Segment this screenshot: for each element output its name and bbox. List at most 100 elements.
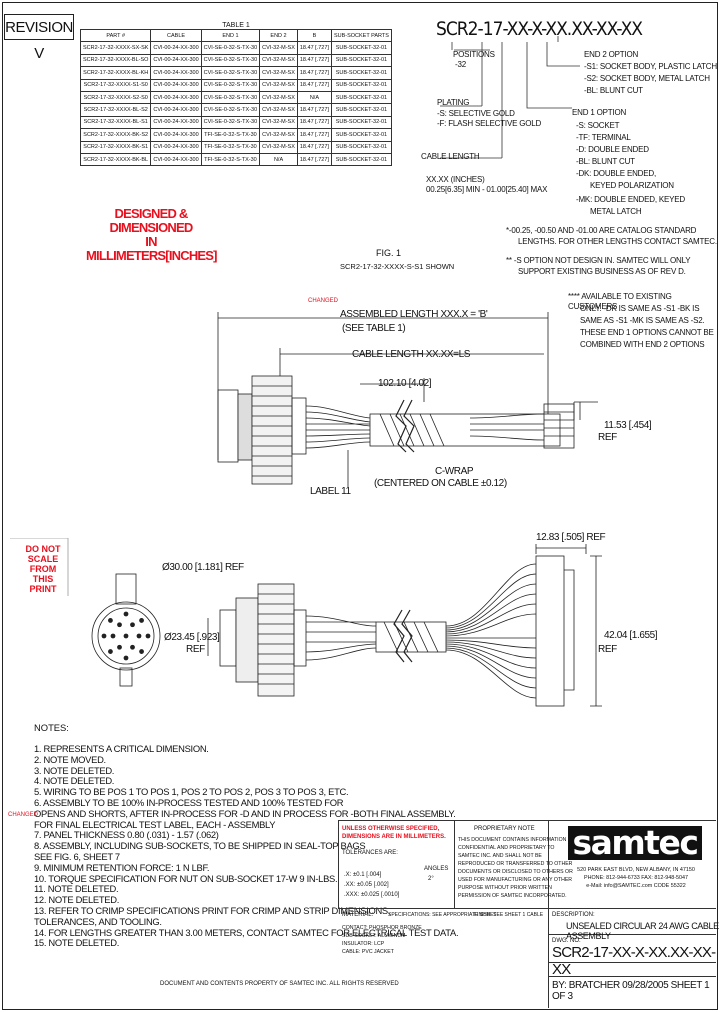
table-cell: 18.47 [.727] bbox=[296, 128, 332, 142]
table-cell: CVI-32-M-SX bbox=[259, 78, 298, 92]
tb-by-line: BY: BRATCHER 09/28/2005 SHEET 1 OF 3 bbox=[552, 980, 710, 1002]
c-wrap-note: (CENTERED ON CABLE ±0.12) bbox=[374, 478, 507, 489]
address-line: 520 PARK EAST BLVD, NEW ALBANY, IN 47150 bbox=[577, 867, 695, 873]
table-cell: CVI-32-M-SX bbox=[259, 66, 298, 80]
notes-title: NOTES: bbox=[34, 722, 69, 733]
see-table-label: (SEE TABLE 1) bbox=[342, 323, 406, 334]
proprietary-line: THIS DOCUMENT CONTAINS INFORMATION bbox=[458, 837, 567, 843]
table-cell: CVI-SE-0-32-S-TX-30 bbox=[200, 103, 261, 117]
proprietary-line: CONFIDENTIAL AND PROPRIETARY TO bbox=[458, 845, 555, 851]
table-cell: SUB-SOCKET-32-01 bbox=[330, 140, 392, 154]
table-cell: CVI-00-24-XX-300 bbox=[150, 152, 202, 167]
end2-line-3: -BL: BLUNT CUT bbox=[584, 86, 643, 95]
table-cell: SUB-SOCKET-32-01 bbox=[330, 53, 392, 68]
table-cell: 18.47 [.727] bbox=[296, 115, 332, 130]
table-cell: 18.47 [.727] bbox=[296, 53, 332, 68]
dim-11-53: 11.53 [.454] bbox=[604, 420, 652, 431]
note-line: 3. NOTE DELETED. bbox=[34, 764, 115, 776]
note-line: 9. MINIMUM RETENTION FORCE: 1 N LBF. bbox=[34, 861, 210, 873]
avail-note-3: SAME AS -S1 -MK IS SAME AS -S2. bbox=[580, 316, 705, 325]
bottom-footer: DOCUMENT AND CONTENTS PROPERTY OF SAMTEC… bbox=[160, 981, 399, 987]
positions-value: -32 bbox=[455, 60, 466, 69]
connector-pin bbox=[117, 622, 122, 628]
note-line: TOLERANCES, AND TOOLING. bbox=[34, 915, 162, 927]
connector-pin bbox=[101, 633, 107, 639]
tb-description: UNSEALED CIRCULAR 24 AWG CABLE ASSEMBLY bbox=[566, 921, 719, 941]
tb-address: 520 PARK EAST BLVD, NEW ALBANY, IN 47150… bbox=[566, 866, 706, 890]
cable-length-line-2: 00.25[6.35] MIN - 01.00[25.40] MAX bbox=[426, 185, 548, 194]
table-cell: SUB-SOCKET-32-01 bbox=[330, 128, 392, 142]
designed-label-line-2: IN MILLIMETERS[INCHES] bbox=[86, 234, 217, 263]
end2-line-2: -S2: SOCKET BODY, METAL LATCH bbox=[584, 74, 710, 83]
end1-line-7: -MK: DOUBLE ENDED, KEYED bbox=[576, 195, 686, 204]
table-cell: TFI-SE-0-32-S-TX-30 bbox=[200, 152, 261, 167]
dim-11-53-ref: REF bbox=[598, 432, 617, 443]
table-cell: N/A bbox=[296, 90, 332, 105]
table-cell: SCR2-17-32-XXXX-BL-S2 bbox=[79, 103, 152, 117]
table-cell: SCR2-17-32-XXXX-BL-SO bbox=[79, 53, 152, 68]
proprietary-line: USED FOR MANUFACTURING OR ANY OTHER bbox=[458, 877, 573, 883]
table-cell: CVI-32-M-SX bbox=[259, 115, 298, 130]
cable-length-line-1: XX.XX (INCHES) bbox=[426, 175, 485, 184]
tb-tol-3: .XXX: ±0.025 [.0010] bbox=[344, 892, 400, 898]
avail-note-5: COMBINED WITH END 2 OPTIONS bbox=[580, 340, 705, 349]
cable-length-dim: CABLE LENGTH XX.XX=LS bbox=[352, 349, 471, 360]
table-1-header: END 1 bbox=[200, 28, 261, 43]
designed-dimensioned-label: DESIGNED & DIMENSIONED IN MILLIMETERS[IN… bbox=[86, 207, 217, 263]
tb-material-col3: FINISH: SEE SHEET 1 CABLE bbox=[474, 912, 544, 918]
end1-title: END 1 OPTION bbox=[572, 108, 627, 117]
note-line: 6. ASSEMBLY TO BE 100% IN-PROCESS TESTED… bbox=[34, 796, 344, 808]
tb-tolerances: TOLERANCES ARE: bbox=[342, 850, 398, 856]
connector-pin bbox=[123, 611, 129, 617]
proprietary-line: PURPOSE WITHOUT PRIOR WRITTEN bbox=[458, 885, 552, 891]
do-not-scale-box bbox=[10, 538, 69, 596]
note-line: 8. ASSEMBLY, INCLUDING SUB-SOCKETS, TO B… bbox=[34, 840, 366, 852]
do-not-scale-line-1: DO NOT bbox=[25, 544, 61, 554]
table-cell: CVI-00-24-XX-300 bbox=[150, 90, 202, 105]
tb-material-col2: SPECIFICATIONS: SEE APPROPRIATE SHEET bbox=[388, 912, 497, 918]
do-not-scale-line-2: SCALE FROM bbox=[27, 554, 59, 574]
table-cell: SCR2-17-32-XXXX-SX-SK bbox=[79, 41, 152, 55]
material-line: INSULATOR: LCP bbox=[342, 941, 385, 947]
connector-pin bbox=[123, 655, 129, 661]
connector-pin bbox=[110, 633, 116, 639]
table-cell: 18.47 [.727] bbox=[296, 103, 332, 117]
tb-proprietary-lines: THIS DOCUMENT CONTAINS INFORMATION CONFID… bbox=[458, 836, 573, 900]
end1-line-1: -S: SOCKET bbox=[576, 121, 620, 130]
table-cell: 18.47 [.727] bbox=[296, 140, 332, 154]
label-callout: LABEL 11 bbox=[310, 486, 351, 497]
dim-42-04-ref: REF bbox=[598, 644, 617, 655]
table-cell: SCR2-17-32-XXXX-S1-S0 bbox=[79, 78, 152, 92]
dim-42-04: 42.04 [1.655] bbox=[604, 630, 658, 641]
table-cell: 18.47 [.727] bbox=[296, 41, 332, 55]
table-cell: CVI-32-M-SX bbox=[259, 128, 298, 142]
end1-line-3: -D: DOUBLE ENDED bbox=[576, 145, 649, 154]
table-1-header: B bbox=[296, 28, 332, 43]
address-line: PHONE: 812-944-6733 FAX: 812-948-5047 bbox=[584, 875, 688, 881]
table-1-header: SUB-SOCKET PARTS bbox=[330, 28, 392, 43]
table-cell: SUB-SOCKET-32-01 bbox=[330, 103, 392, 117]
part-number-title: SCR2-17-XX-X-XX.XX-XX-XX bbox=[436, 18, 643, 40]
proprietary-line: REPRODUCED OR TRANSFERRED TO OTHER bbox=[458, 861, 573, 867]
table-cell: SUB-SOCKET-32-01 bbox=[330, 90, 392, 105]
notes-list: 1. REPRESENTS A CRITICAL DIMENSION.2. NO… bbox=[34, 743, 459, 949]
tb-tol-1: .X: ±0.1 [.004] bbox=[344, 872, 382, 878]
end1-line-6: KEYED POLARIZATION bbox=[590, 181, 674, 190]
do-not-scale-note: DO NOT SCALE FROM THIS PRINT bbox=[20, 544, 66, 594]
avail-note-2: ONLY. -DK IS SAME AS -S1 -BK IS bbox=[580, 304, 700, 313]
table-1-header: END 2 bbox=[259, 28, 298, 43]
table-cell: CVI-SE-0-32-S-TX-30 bbox=[200, 78, 261, 92]
do-not-scale-line-3: THIS PRINT bbox=[29, 574, 57, 594]
proprietary-line: DOCUMENTS OR DISCLOSED TO OTHERS OR bbox=[458, 869, 573, 875]
lower-view-drawing bbox=[91, 544, 602, 707]
note-line: 11. NOTE DELETED. bbox=[34, 883, 119, 895]
connector-pin bbox=[117, 644, 122, 650]
assembled-length-label: ASSEMBLED LENGTH XXX.X = 'B' bbox=[340, 309, 488, 320]
table-cell: CVI-00-24-XX-300 bbox=[150, 53, 202, 68]
table-cell: CVI-00-24-XX-300 bbox=[150, 128, 202, 142]
